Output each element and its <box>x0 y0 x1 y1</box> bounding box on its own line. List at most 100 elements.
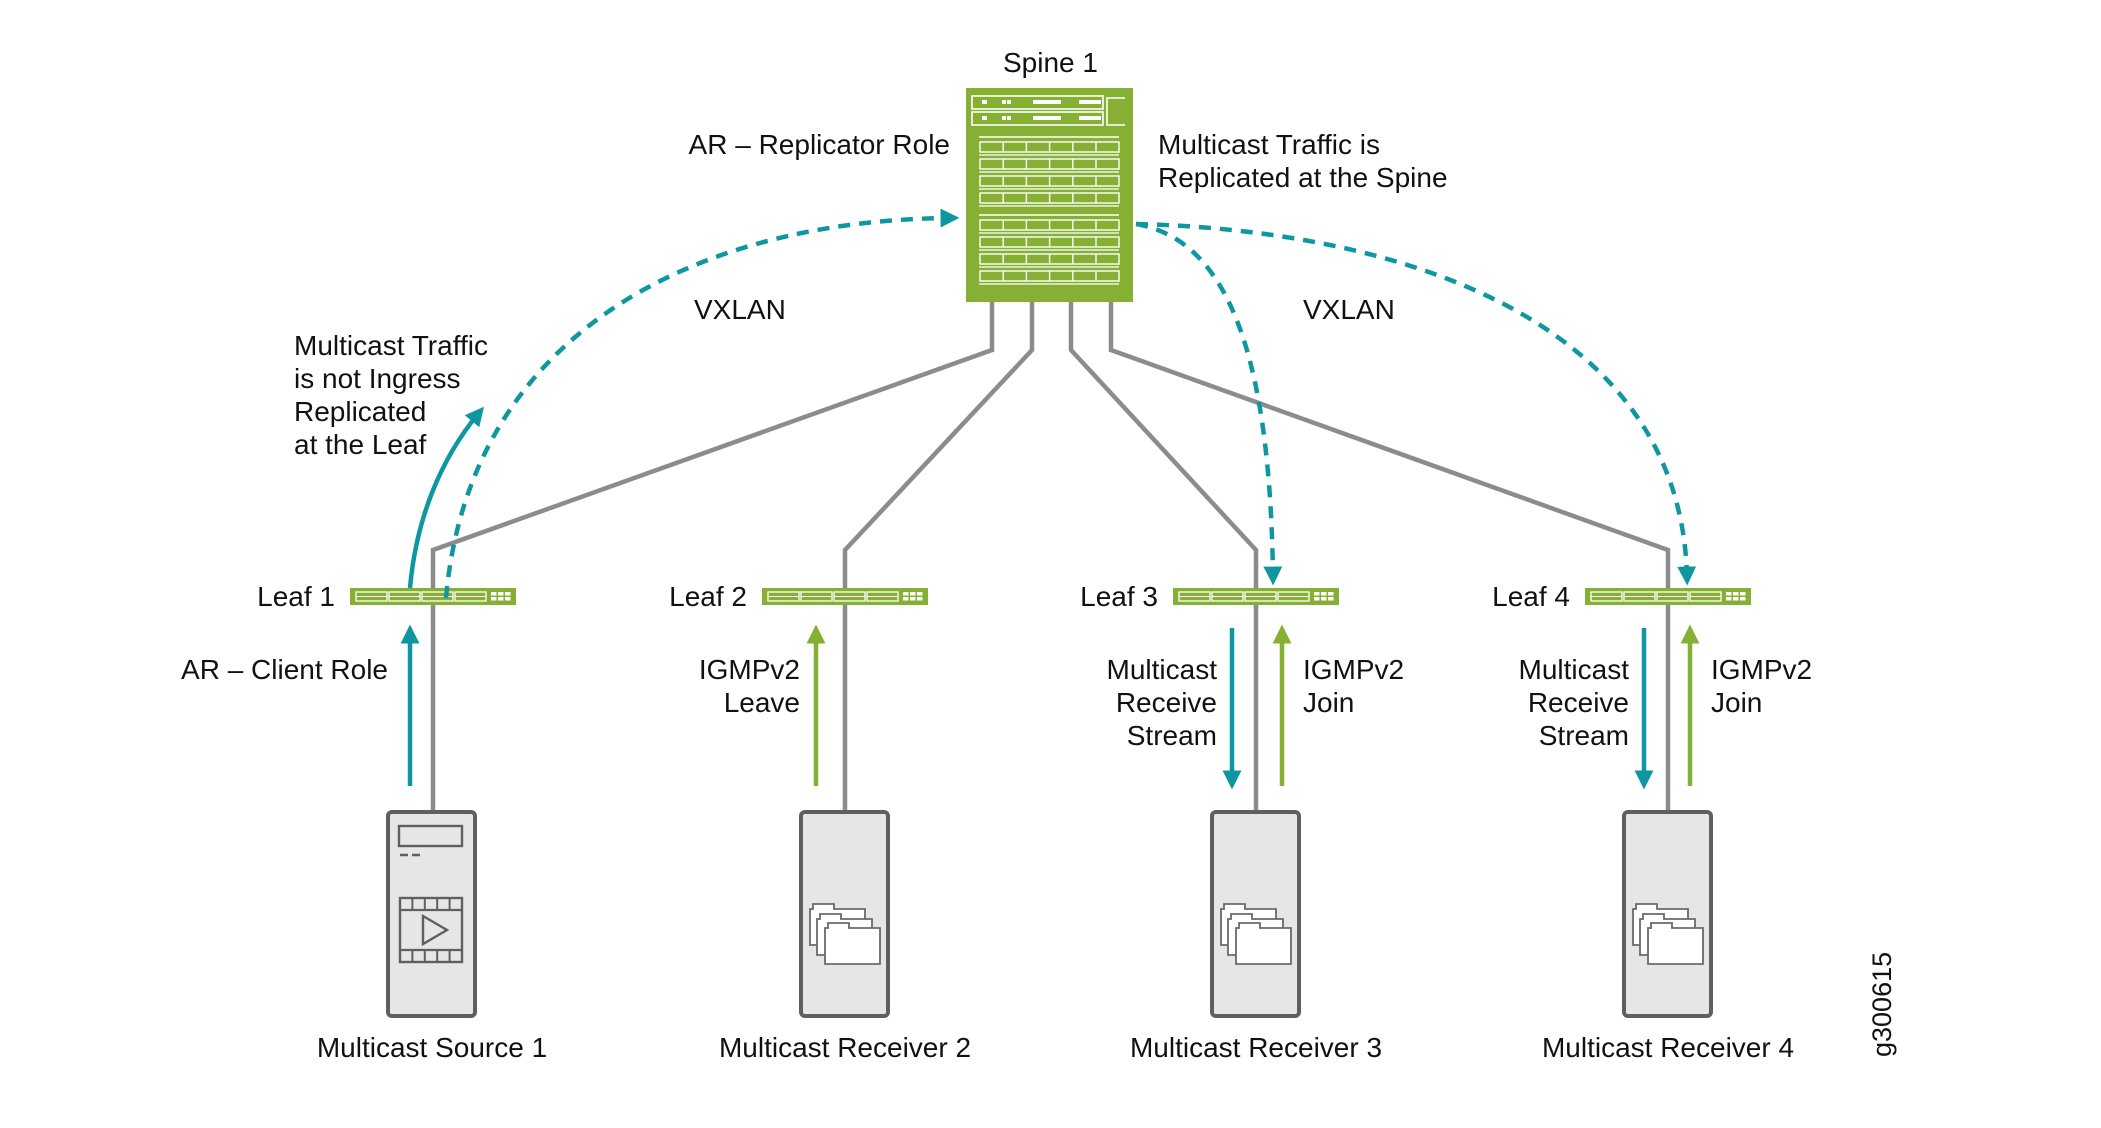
spine-mgmt-led <box>982 116 987 120</box>
leaf1-local-traffic-arrow <box>407 406 485 589</box>
spine-name-label: Spine 1 <box>1003 47 1098 78</box>
spine-note-line-1: Multicast Traffic is <box>1158 129 1380 160</box>
spine-role-label: AR – Replicator Role <box>688 129 950 160</box>
folder <box>1235 922 1292 965</box>
vxlan-label-left: VXLAN <box>694 294 786 325</box>
leaf-mgmt-port <box>903 597 909 601</box>
spine-mgmt-led <box>1007 116 1011 120</box>
leaf1-note-line-3: Replicated <box>294 396 427 427</box>
host3-label: Multicast Receiver 3 <box>1129 1032 1383 1063</box>
spine-mgmt-slot <box>971 111 1104 126</box>
spine-mgmt-led <box>1079 116 1101 120</box>
leaf-mgmt-port <box>1328 592 1334 596</box>
spine-note-line-2: Replicated at the Spine <box>1158 162 1448 193</box>
leaf-mgmt-port <box>1314 597 1320 601</box>
leaf-mgmt-port <box>910 597 916 601</box>
leaf1-note-line-4: at the Leaf <box>294 429 427 460</box>
folders-icon <box>1220 903 1292 965</box>
host1[interactable] <box>386 810 477 1018</box>
leaf4-stream-line-1: Multicast <box>1518 654 1629 685</box>
folder <box>1647 922 1704 965</box>
leaf4-switch[interactable] <box>1585 588 1751 605</box>
spine-to-leaf1-link <box>430 302 995 812</box>
spine-mgmt-led <box>1033 116 1061 120</box>
leaf-mgmt-port <box>917 597 923 601</box>
leaf-mgmt-port <box>1328 597 1334 601</box>
leaf-mgmt-port <box>505 592 511 596</box>
leaf-mgmt-port <box>910 592 916 596</box>
film-frame <box>398 896 464 964</box>
leaf-mgmt-port <box>498 597 504 601</box>
spine-mgmt-led <box>1079 100 1101 104</box>
leaf4-igmp-join-line-2: Join <box>1711 687 1763 718</box>
leaf-mgmt-port <box>1321 592 1327 596</box>
leaf3-stream-line-3: Stream <box>1126 720 1217 751</box>
leaf1-name-label: Leaf 1 <box>257 581 335 612</box>
leaf-switches <box>350 588 1751 605</box>
leaf-mgmt-port <box>491 592 497 596</box>
leaf-mgmt-port <box>1726 597 1732 601</box>
spine-to-leaf3-link <box>1068 302 1259 812</box>
spine-mgmt-slot <box>971 95 1104 110</box>
vxlan-label-right: VXLAN <box>1303 294 1395 325</box>
flow-arrows <box>400 208 1700 790</box>
leaf3-igmp-join-line-2: Join <box>1303 687 1355 718</box>
folder <box>824 922 881 965</box>
leaf1-note-line-2: is not Ingress <box>294 363 461 394</box>
leaf2-igmp-leave-line-1: IGMPv2 <box>698 654 800 685</box>
leaf-mgmt-port <box>498 592 504 596</box>
leaf-mgmt-port <box>1726 592 1732 596</box>
folders-icon <box>1632 903 1704 965</box>
host4[interactable] <box>1622 810 1713 1018</box>
leaf-mgmt-port <box>491 597 497 601</box>
spine-to-leaf4-link <box>1108 302 1671 812</box>
vxlan-spine-to-leaf3-arrow <box>1135 221 1283 586</box>
host-chassis <box>386 810 477 1018</box>
host3[interactable] <box>1210 810 1301 1018</box>
host2[interactable] <box>799 810 890 1018</box>
vxlan-spine-to-leaf4-arrow <box>1135 221 1697 586</box>
host4-label: Multicast Receiver 4 <box>1541 1032 1795 1063</box>
leaf2-name-label: Leaf 2 <box>669 581 747 612</box>
leaf-mgmt-port <box>1314 592 1320 596</box>
leaf1-note-line-1: Multicast Traffic <box>294 330 488 361</box>
leaf4-stream-line-3: Stream <box>1538 720 1629 751</box>
leaf2-switch[interactable] <box>762 588 928 605</box>
leaf4-name-label: Leaf 4 <box>1492 581 1570 612</box>
leaf-mgmt-port <box>1733 592 1739 596</box>
leaf-mgmt-port <box>1321 597 1327 601</box>
leaf4-igmp-join-line-1: IGMPv2 <box>1711 654 1813 685</box>
spine-mgmt-led <box>1033 100 1061 104</box>
video-play-icon <box>398 896 464 964</box>
vxlan-leaf1-to-spine-arrow <box>443 208 960 599</box>
spine-module-bracket <box>1106 97 1125 126</box>
leaf-mgmt-port <box>1740 592 1746 596</box>
figure-id: g300615 <box>1867 951 1897 1057</box>
leaf3-stream-line-1: Multicast <box>1106 654 1217 685</box>
spine-to-leaf2-link <box>842 302 1035 812</box>
spine-mgmt-led <box>1002 100 1006 104</box>
leaf4-stream-line-2: Receive <box>1527 687 1629 718</box>
hosts <box>386 810 1713 1018</box>
spine-mgmt-led <box>1002 116 1006 120</box>
host1-label: Multicast Source 1 <box>316 1032 548 1063</box>
leaf-mgmt-port <box>917 592 923 596</box>
leaf-mgmt-port <box>903 592 909 596</box>
folders-icon <box>809 903 881 965</box>
physical-links <box>430 302 1671 812</box>
leaf2-igmp-leave-line-2: Leave <box>723 687 800 718</box>
drive-bay-icon <box>397 824 464 848</box>
leaf-mgmt-port <box>505 597 511 601</box>
leaf-mgmt-port <box>1740 597 1746 601</box>
spine-switch[interactable] <box>966 88 1133 302</box>
spine-mgmt-led <box>982 100 987 104</box>
leaf1-role-label: AR – Client Role <box>181 654 388 685</box>
play-triangle <box>421 913 450 947</box>
leaf3-igmp-join-line-1: IGMPv2 <box>1303 654 1405 685</box>
leaf3-switch[interactable] <box>1173 588 1339 605</box>
leaf3-name-label: Leaf 3 <box>1080 581 1158 612</box>
spine-mgmt-led <box>1007 100 1011 104</box>
leaf-mgmt-port <box>1733 597 1739 601</box>
leaf1-switch[interactable] <box>350 588 516 605</box>
